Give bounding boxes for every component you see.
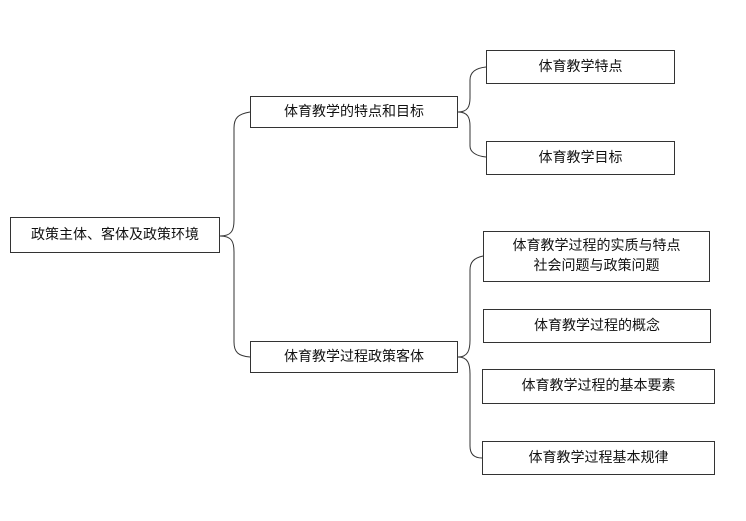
branch-node-label: 体育教学的特点和目标 xyxy=(284,103,424,120)
root-brace xyxy=(219,111,251,237)
leaf-node-label: 体育教学过程基本规律 xyxy=(528,449,669,466)
leaf-node-label: 体育教学目标 xyxy=(538,149,623,166)
branch-node-teaching-process-policy-object: 体育教学过程政策客体 xyxy=(250,341,458,373)
leaf-node-label: 体育教学过程的概念 xyxy=(534,317,660,334)
leaf-node-process-concept: 体育教学过程的概念 xyxy=(483,309,711,343)
root-brace-lower xyxy=(219,235,251,358)
branch-2-brace-upper xyxy=(457,255,484,358)
branch-node-label: 体育教学过程政策客体 xyxy=(284,348,424,365)
leaf-node-process-essence: 体育教学过程的实质与特点 社会问题与政策问题 xyxy=(483,231,710,282)
leaf-node-process-basic-laws: 体育教学过程基本规律 xyxy=(482,441,715,475)
branch-node-teaching-features-goals: 体育教学的特点和目标 xyxy=(250,96,458,128)
branch-1-brace-lower xyxy=(457,111,487,158)
leaf-node-teaching-goals: 体育教学目标 xyxy=(486,141,675,175)
leaf-node-process-basic-elements: 体育教学过程的基本要素 xyxy=(482,369,715,404)
leaf-node-teaching-features: 体育教学特点 xyxy=(486,50,675,84)
leaf-node-label: 体育教学特点 xyxy=(538,58,623,75)
root-node: 政策主体、客体及政策环境 xyxy=(10,217,220,253)
leaf-node-label-line-2: 社会问题与政策问题 xyxy=(533,258,660,274)
leaf-node-label-line-1: 体育教学过程的实质与特点 xyxy=(512,238,681,254)
branch-2-brace-lower xyxy=(457,356,483,459)
root-node-label: 政策主体、客体及政策环境 xyxy=(31,226,199,243)
branch-1-brace-upper xyxy=(457,66,487,113)
leaf-node-label: 体育教学过程的基本要素 xyxy=(521,378,676,394)
